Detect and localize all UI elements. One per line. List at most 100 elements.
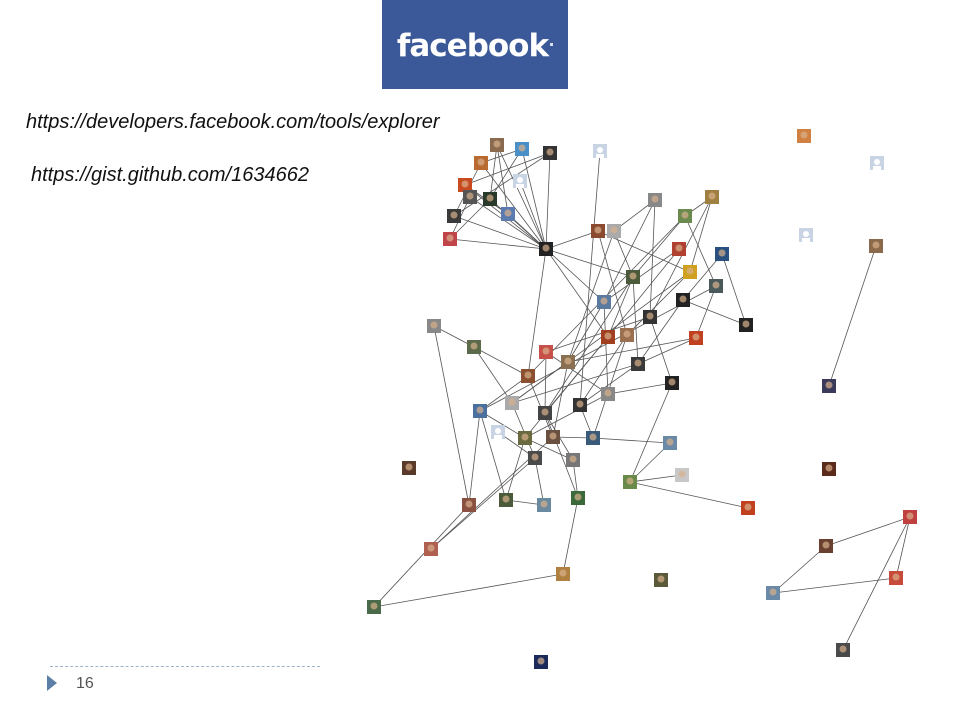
profile-photo xyxy=(573,398,587,412)
profile-photo xyxy=(505,396,519,410)
graph-nodes xyxy=(367,129,917,669)
graph-edge xyxy=(626,271,691,336)
footer-arrow-icon xyxy=(47,675,57,691)
profile-photo xyxy=(903,510,917,524)
profile-photo xyxy=(819,539,833,553)
graph-edge xyxy=(505,437,526,501)
profile-photo xyxy=(741,501,755,515)
profile-silhouette-icon xyxy=(799,228,813,242)
profile-photo xyxy=(623,475,637,489)
profile-photo xyxy=(473,404,487,418)
graph-edge xyxy=(649,316,673,384)
graph-edge xyxy=(597,230,628,336)
gist-link[interactable]: https://gist.github.com/1634662 xyxy=(31,164,309,186)
profile-photo xyxy=(869,239,883,253)
graph-edge xyxy=(562,497,579,575)
graph-edge xyxy=(464,152,551,186)
profile-photo xyxy=(631,357,645,371)
graph-edge xyxy=(632,215,686,278)
footer-divider xyxy=(50,666,320,667)
profile-photo xyxy=(797,129,811,143)
graph-edge xyxy=(545,248,605,303)
graph-edge xyxy=(567,230,615,363)
profile-photo xyxy=(586,431,600,445)
graph-edge xyxy=(545,152,551,250)
graph-edge xyxy=(479,375,529,412)
profile-photo xyxy=(467,340,481,354)
profile-photo xyxy=(367,600,381,614)
graph-edge xyxy=(842,516,911,651)
profile-photo xyxy=(601,330,615,344)
graph-edge xyxy=(479,410,526,439)
graph-edge xyxy=(473,346,513,404)
graph-edge xyxy=(433,325,470,506)
profile-photo xyxy=(561,355,575,369)
graph-edge xyxy=(524,437,574,461)
profile-photo xyxy=(483,192,497,206)
graph-edge xyxy=(579,363,639,406)
profile-photo xyxy=(683,265,697,279)
profile-photo xyxy=(601,387,615,401)
profile-photo xyxy=(490,138,504,152)
profile-photo xyxy=(739,318,753,332)
graph-edge xyxy=(689,196,713,273)
facebook-logo-text: facebook xyxy=(396,28,549,64)
profile-silhouette-icon xyxy=(491,425,505,439)
profile-photo xyxy=(654,573,668,587)
profile-silhouette-icon xyxy=(513,174,527,188)
graph-edge xyxy=(649,199,656,318)
graph-edge xyxy=(607,276,634,338)
profile-photo xyxy=(689,331,703,345)
graph-edge xyxy=(511,363,639,404)
profile-photo xyxy=(462,498,476,512)
graph-edge xyxy=(637,299,684,365)
profile-photo xyxy=(521,369,535,383)
graph-edge xyxy=(480,162,547,250)
graph-edge xyxy=(613,230,634,278)
graph-edge xyxy=(519,180,547,250)
profile-photo xyxy=(518,431,532,445)
profile-silhouette-icon xyxy=(870,156,884,170)
profile-photo xyxy=(538,406,552,420)
page-number: 16 xyxy=(76,675,94,692)
graph-edge xyxy=(430,457,536,550)
graph-edge xyxy=(496,144,547,250)
profile-photo xyxy=(672,242,686,256)
profile-photo xyxy=(539,345,553,359)
graph-edge xyxy=(489,148,523,200)
graph-edge xyxy=(603,301,609,395)
profile-photo xyxy=(597,295,611,309)
profile-photo xyxy=(424,542,438,556)
profile-photo xyxy=(822,379,836,393)
profile-photo xyxy=(836,643,850,657)
graph-edge xyxy=(544,276,634,414)
graph-explorer-link[interactable]: https://developers.facebook.com/tools/ex… xyxy=(26,111,440,133)
graph-edge xyxy=(567,337,697,363)
graph-edge xyxy=(524,393,609,439)
profile-silhouette-icon xyxy=(593,144,607,158)
profile-photo xyxy=(447,209,461,223)
profile-photo xyxy=(676,293,690,307)
facebook-logo: facebook xyxy=(382,0,568,89)
graph-edge xyxy=(453,152,551,217)
graph-edge xyxy=(545,230,599,250)
profile-photo xyxy=(499,493,513,507)
profile-photo xyxy=(626,270,640,284)
graph-edge xyxy=(511,361,569,404)
graph-edge xyxy=(684,215,717,287)
profile-photo xyxy=(571,491,585,505)
profile-photo xyxy=(458,178,472,192)
graph-edge xyxy=(544,412,579,499)
profile-photo xyxy=(643,310,657,324)
profile-photo xyxy=(663,436,677,450)
profile-photo xyxy=(534,655,548,669)
graph-edge xyxy=(603,199,656,303)
profile-photo xyxy=(715,247,729,261)
profile-photo xyxy=(889,571,903,585)
graph-edge xyxy=(373,504,470,608)
profile-photo xyxy=(528,451,542,465)
graph-edge xyxy=(527,248,547,377)
profile-photo xyxy=(515,142,529,156)
graph-edge xyxy=(721,253,747,326)
